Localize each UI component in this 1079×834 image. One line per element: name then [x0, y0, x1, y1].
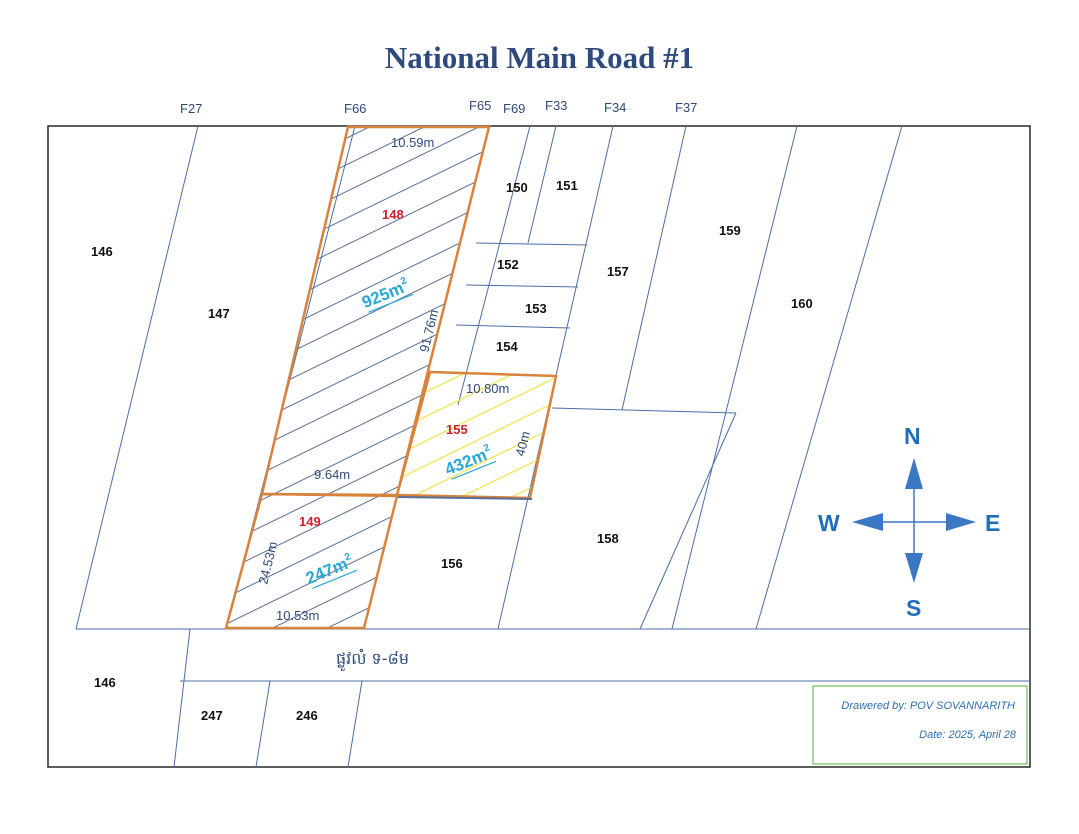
plot-label-158: 158	[597, 531, 619, 546]
field-label-f33: F33	[545, 98, 567, 113]
plot-label-159: 159	[719, 223, 741, 238]
plot-label-154: 154	[496, 339, 518, 354]
dimension-148-top: 10.59m	[391, 135, 434, 150]
plot-155-bottom-edge	[396, 496, 533, 500]
plot-label-147: 147	[208, 306, 230, 321]
parcel-lines	[75, 125, 1030, 768]
field-label-f65: F65	[469, 98, 491, 113]
plot-label-148: 148	[382, 207, 404, 222]
plot-label-246: 246	[296, 708, 318, 723]
date-text: Date: 2025, April 28	[919, 729, 1017, 741]
credits-box: Drawered by: POV SOVANNARITH Date: 2025,…	[812, 685, 1028, 765]
plot-label-157: 157	[607, 264, 629, 279]
field-label-f27: F27	[180, 101, 202, 116]
east-arrow-icon	[946, 513, 976, 531]
compass-e: E	[985, 510, 1000, 536]
dimension-148-bottom: 9.64m	[314, 467, 350, 482]
plot-label-146-south: 146	[94, 675, 116, 690]
map-frame	[47, 125, 1031, 768]
plot-label-247: 247	[201, 708, 223, 723]
dimension-155-side: 40m	[512, 430, 533, 458]
plot-label-152: 152	[497, 257, 519, 272]
plot-label-160: 160	[791, 296, 813, 311]
compass-s: S	[906, 595, 921, 621]
drawn-by-text: Drawered by: POV SOVANNARITH	[841, 700, 1015, 712]
plot-label-153: 153	[525, 301, 547, 316]
plot-label-155: 155	[446, 422, 468, 437]
compass-n: N	[904, 423, 921, 449]
plot-149-parcel[interactable]	[224, 492, 399, 630]
field-label-f34: F34	[604, 100, 626, 115]
field-label-f69: F69	[503, 101, 525, 116]
plot-label-149: 149	[299, 514, 321, 529]
field-label-f37: F37	[675, 100, 697, 115]
west-arrow-icon	[852, 513, 883, 531]
plot-label-150: 150	[506, 180, 528, 195]
plot-label-146: 146	[91, 244, 113, 259]
dimension-149-bottom: 10.53m	[276, 608, 319, 623]
road-label: ផ្លូវលំ ទ-៨ម	[336, 648, 409, 672]
south-arrow-icon	[905, 553, 923, 583]
compass-w: W	[818, 510, 840, 536]
compass-rose: N S W E	[818, 423, 1000, 621]
north-arrow-icon	[905, 458, 923, 489]
plot-label-156: 156	[441, 556, 463, 571]
plot-label-151: 151	[556, 178, 578, 193]
field-label-f66: F66	[344, 101, 366, 116]
dimension-155-top: 10.80m	[466, 381, 509, 396]
map-title: National Main Road #1	[384, 40, 695, 75]
